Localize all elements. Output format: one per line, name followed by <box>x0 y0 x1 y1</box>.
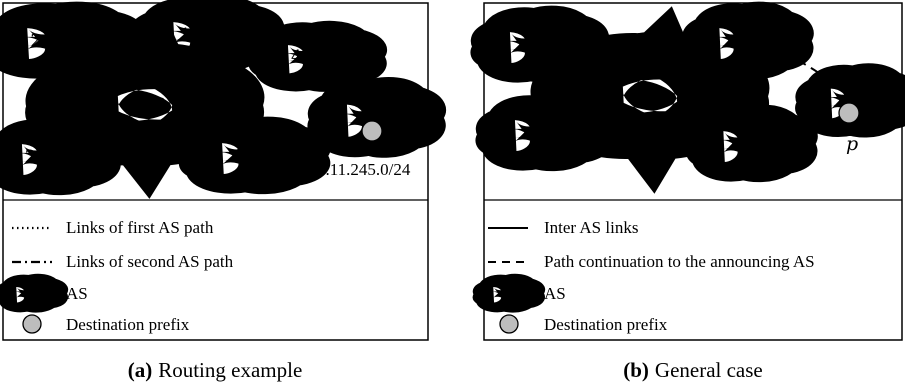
caption-b-text: (b)General case <box>623 358 763 382</box>
panel-a: 262589 10026 45932 6762 5845 26615 1299 … <box>3 3 428 341</box>
panel-b-frame <box>483 2 903 341</box>
node-label: W <box>530 34 551 56</box>
caption-a-text: (a)Routing example <box>128 358 303 382</box>
destination-prefix-dot <box>361 120 383 142</box>
legend-prefix-dot <box>499 314 519 334</box>
legend-inter-as: Inter AS links <box>544 218 638 237</box>
as-node-W: W <box>498 21 582 67</box>
caption-b-title: General case <box>655 358 763 382</box>
prefix-label: 103.11.245.0/24 <box>300 160 411 179</box>
node-label: 10026 <box>180 25 234 45</box>
panel-b: W W′ X Y Y′ Z p Inter AS links <box>483 2 903 341</box>
node-label: 26615 <box>25 147 79 167</box>
legend-cloud-icon <box>10 282 54 305</box>
destination-prefix-dot <box>838 102 860 124</box>
node-label: 6762 <box>123 95 166 115</box>
legend-as: AS <box>544 284 566 303</box>
node-label: 262589 <box>31 31 96 51</box>
node-label: 45932 <box>291 47 345 67</box>
legend-b: Inter AS links Path continuation to the … <box>487 218 815 334</box>
caption-b-letter: (b) <box>623 358 649 382</box>
node-label: Y′ <box>746 133 764 155</box>
legend-destination: Destination prefix <box>544 315 668 334</box>
as-node-10026: 10026 <box>160 11 254 57</box>
legend-destination: Destination prefix <box>66 315 190 334</box>
as-node-X: X <box>604 71 696 119</box>
caption-a: (a)Routing example <box>128 358 303 382</box>
caption-b: (b)General case <box>623 358 763 382</box>
legend-cloud-icon <box>487 282 531 305</box>
as-node-5845: 5845 <box>335 93 419 141</box>
as-node-Yp: Y′ <box>712 120 792 166</box>
node-label: Z <box>858 87 873 109</box>
node-label: X <box>641 85 658 107</box>
legend-continuation: Path continuation to the announcing AS <box>544 252 815 271</box>
node-label: Y <box>742 30 757 52</box>
as-node-6762: 6762 <box>99 81 191 127</box>
as-node-45932: 45932 <box>276 35 360 77</box>
legend-first-path: Links of first AS path <box>66 218 214 237</box>
legend-prefix-dot <box>22 314 42 334</box>
as-node-Z: Z <box>820 78 896 123</box>
as-node-Y: Y <box>708 17 788 63</box>
as-node-26615: 26615 <box>10 133 94 179</box>
node-label: 1299 <box>233 146 276 166</box>
node-label: 5845 <box>362 105 405 125</box>
legend-as: AS <box>66 284 88 303</box>
legend-second-path: Links of second AS path <box>66 252 234 271</box>
as-node-1299: 1299 <box>209 132 301 178</box>
as-node-262589: 262589 <box>13 17 113 63</box>
caption-a-letter: (a) <box>128 358 153 382</box>
prefix-label: p <box>846 133 858 155</box>
caption-a-title: Routing example <box>158 358 302 382</box>
legend-a: Links of first AS path Links of second A… <box>10 218 234 334</box>
